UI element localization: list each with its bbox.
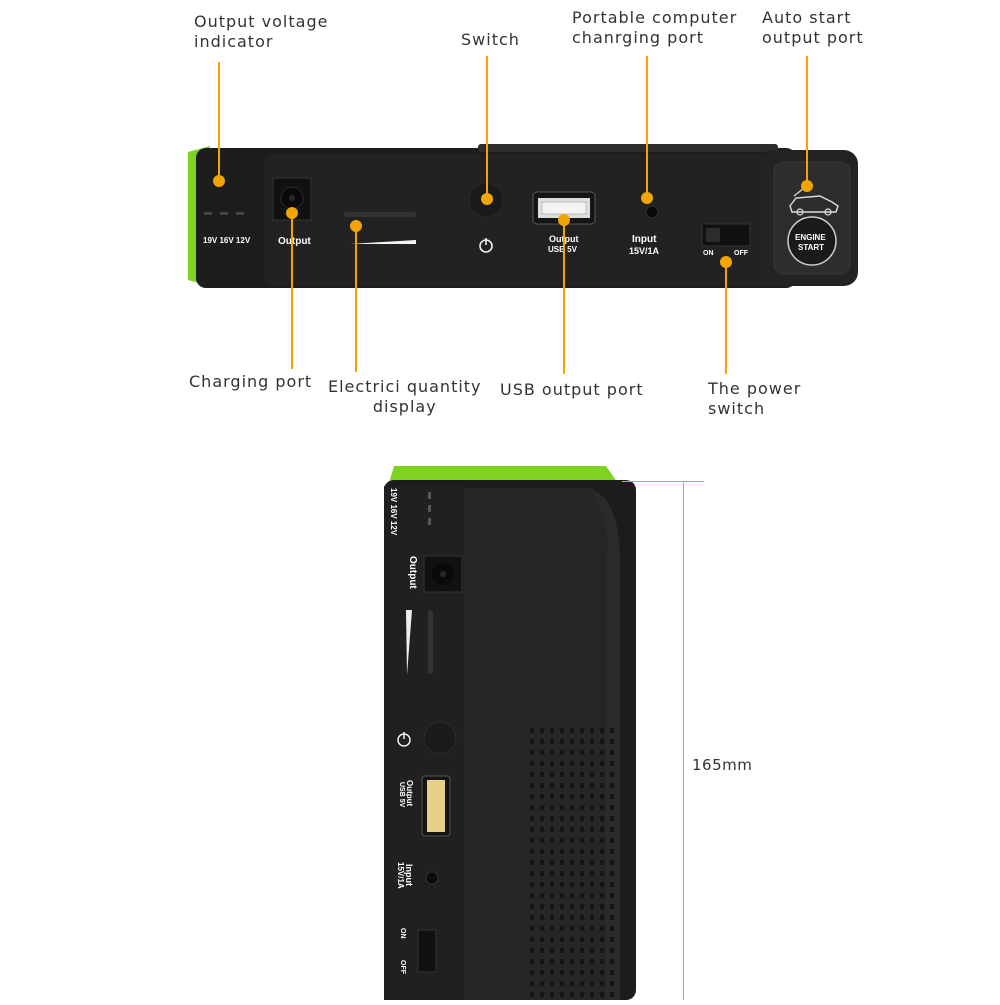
usb-5v-label: USB 5V bbox=[548, 245, 577, 254]
callout-power-switch: The power switch bbox=[708, 379, 802, 418]
dot-voltage-indicator bbox=[213, 175, 225, 187]
leader-power-switch bbox=[725, 262, 727, 374]
callout-auto-start-output-port: Auto start output port bbox=[762, 8, 864, 47]
dot-power-switch bbox=[720, 256, 732, 268]
dimension-top-tick bbox=[622, 481, 704, 482]
side-input-rating-label: 15V/1A bbox=[396, 862, 405, 889]
leader-electric-display bbox=[355, 226, 357, 372]
input-rating-label: 15V/1A bbox=[629, 246, 660, 256]
dot-electric-display bbox=[350, 220, 362, 232]
start-label: START bbox=[798, 243, 825, 252]
dot-portable-port bbox=[641, 192, 653, 204]
engine-label: ENGINE bbox=[795, 233, 826, 242]
callout-usb-output-port: USB output port bbox=[500, 380, 644, 399]
dot-switch bbox=[481, 193, 493, 205]
side-usb-output-label: Output bbox=[405, 780, 414, 807]
side-usb-5v-label: USB 5V bbox=[398, 782, 405, 808]
voltage-labels: 19V 16V 12V bbox=[203, 236, 251, 245]
device-front-panel bbox=[168, 140, 858, 292]
side-off-label: OFF bbox=[399, 960, 406, 974]
side-output-label: Output bbox=[407, 556, 418, 589]
dot-auto-start bbox=[801, 180, 813, 192]
device-side-view bbox=[380, 460, 640, 1000]
dot-charging-port bbox=[286, 207, 298, 219]
output-label: Output bbox=[278, 236, 311, 247]
device-side-svg bbox=[384, 466, 636, 1000]
dimension-line bbox=[683, 481, 684, 1000]
callout-electric-quantity-display: Electrici quantity display bbox=[328, 377, 482, 416]
switch-on-label: ON bbox=[703, 250, 714, 257]
switch-off-label: OFF bbox=[734, 250, 748, 257]
dot-usb-output bbox=[558, 214, 570, 226]
device-front-svg bbox=[188, 144, 858, 288]
side-voltage-labels: 19V 16V 12V bbox=[389, 488, 398, 536]
input-label: Input bbox=[632, 234, 657, 245]
callout-charging-port: Charging port bbox=[189, 372, 313, 391]
callout-output-voltage-indicator: Output voltage indicator bbox=[194, 12, 329, 51]
callout-switch: Switch bbox=[461, 30, 520, 49]
leader-charging-port bbox=[291, 213, 293, 369]
leader-switch bbox=[486, 56, 488, 198]
side-input-label: Input bbox=[404, 864, 414, 886]
leader-voltage-indicator bbox=[218, 62, 220, 180]
side-on-label: ON bbox=[399, 928, 406, 939]
callout-portable-computer-charging-port: Portable computer chanrging port bbox=[572, 8, 738, 47]
leader-usb-output bbox=[563, 220, 565, 374]
leader-portable-port bbox=[646, 56, 648, 196]
leader-auto-start bbox=[806, 56, 808, 186]
dimension-label: 165mm bbox=[692, 756, 753, 774]
